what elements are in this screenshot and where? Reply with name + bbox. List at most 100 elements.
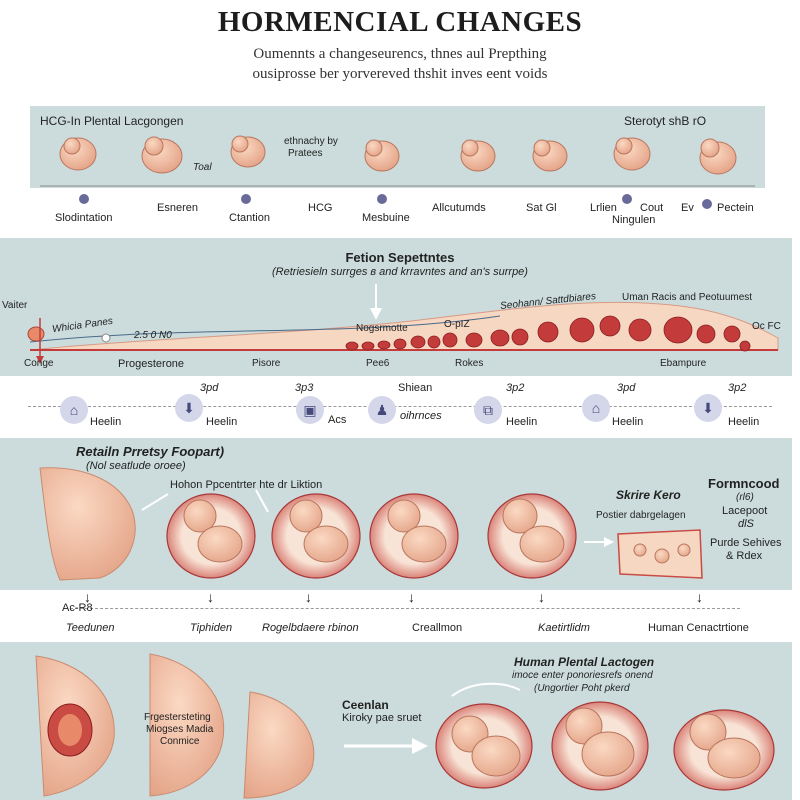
label-ebampure: Ebampure — [660, 358, 707, 369]
icon-row-top: Shiean — [398, 382, 433, 394]
label-opiz: O-pIZ — [444, 319, 470, 330]
growth-label: Rogelbdaere rbinon — [262, 622, 359, 634]
panel3-center-label: Hohon Ppcentrter hte dr Liktion — [170, 479, 323, 491]
panel1-note-line1: ethnachy by — [284, 136, 338, 147]
stage-label: Esneren — [157, 202, 198, 214]
panel3-right-line: Purde Sehives — [710, 537, 782, 549]
icon-row-top: 3p2 — [506, 382, 525, 394]
stage-label: HCG — [308, 202, 333, 214]
panel2-left-bottom: Conge — [24, 358, 54, 369]
stage-label: Ev — [681, 202, 694, 214]
panel3-right-line: Lacepoot — [722, 505, 768, 517]
panel1-note-line2: Pratees — [288, 148, 323, 159]
panel2-subtitle: (Retriesieln surrges ʙ and krravntes and… — [272, 266, 528, 278]
stage-label: Allcutumds — [432, 202, 486, 214]
panel1-left-label: HCG-In Plental Lacgongen — [40, 114, 184, 128]
timeline-dot — [377, 194, 387, 204]
icon-row-label: Heelin — [506, 416, 538, 428]
stage-label: Mesbuine — [362, 212, 410, 224]
label-pisore: Pisore — [252, 358, 281, 369]
icon-row-label: oihrnces — [400, 410, 442, 422]
panel4-overlay-line: Frgestersteting — [144, 712, 211, 723]
arrow-down-icon: ↓ — [305, 589, 312, 605]
panel1-right-label: Sterotyt shB rO — [624, 114, 707, 128]
stage-label: Ctantion — [229, 212, 270, 224]
panel3-right-line: (rl6) — [736, 492, 754, 503]
cell-icon — [345, 315, 751, 352]
person-icon: ♟ — [368, 396, 396, 424]
stage-label: Slodintation — [55, 212, 113, 224]
placental-illustration — [35, 653, 775, 799]
page-subtitle-line2: ousiprosse ber yorvereved thshit inves e… — [252, 66, 548, 82]
icon-row-label: Heelin — [728, 416, 760, 428]
timeline-dot — [622, 194, 632, 204]
hormone-wave-illustration — [27, 284, 779, 364]
label-ocfc: Oc FC — [752, 321, 781, 332]
arrow-down-icon: ↓ — [207, 589, 214, 605]
home-icon: ⌂ — [60, 396, 88, 424]
home-icon: ⌂ — [582, 394, 610, 422]
panel3-right-title: Formncood — [708, 476, 780, 491]
panel4-title: Human Plental Lactogen — [514, 655, 655, 669]
panel3-subtitle: (Nol seatlude oroee) — [86, 460, 186, 472]
arrow-down-icon: ↓ — [84, 589, 91, 605]
arrow-down-icon: ↓ — [538, 589, 545, 605]
panel3-right-line: dlS — [738, 518, 754, 530]
panel4-overlay-line: Conmice — [160, 736, 200, 747]
growth-label: Creallmon — [412, 622, 463, 634]
panel2-title: Fetion Sepettntes — [345, 250, 455, 265]
timeline-dot — [79, 194, 89, 204]
panel3-right-line: & Rdex — [726, 550, 763, 562]
panel3-title: Retailn Prretsy Foopart) — [76, 444, 225, 459]
label-rokes: Rokes — [455, 358, 484, 369]
arrow-down-icon: ↓ — [696, 589, 703, 605]
icon-row-top: 3p3 — [295, 382, 314, 394]
panel3-divider — [70, 608, 740, 609]
icon-row-label: Heelin — [612, 416, 644, 428]
timeline-dot — [702, 199, 712, 209]
growth-label: Tiphiden — [190, 622, 233, 634]
panel4-kiroky: Kiroky pae sruet — [342, 712, 422, 724]
panel2-left-top: Vaiter — [2, 300, 28, 311]
wave-label-mid: 2.5 0 N0 — [134, 330, 172, 341]
icon-row-top: 3p2 — [728, 382, 747, 394]
arrow-down-icon: ↓ — [408, 589, 415, 605]
growth-label: Human Cenactrtione — [648, 622, 749, 634]
arrow-down-icon: ⬇ — [175, 394, 203, 422]
page-title: HORMENCIAL CHANGES — [217, 6, 583, 38]
icon-row-top: 3pd — [617, 382, 636, 394]
label-nog: Nogsrmotte — [356, 323, 408, 334]
panel4-cenion: Ceenlan — [342, 698, 389, 712]
stage-label: Cout — [640, 202, 664, 214]
page-subtitle-line1: Oumennts a changeseurencs, thnes aul Pre… — [253, 46, 547, 62]
growth-label: Ac-R8 — [62, 602, 93, 614]
stage-label: Ningulen — [612, 214, 656, 226]
growth-label: Kaetirtlidm — [538, 622, 590, 634]
label-pee: Pee6 — [366, 358, 390, 369]
panel4-overlay-line: Miogses Madia — [146, 724, 214, 735]
panel1-note-total: Toal — [193, 162, 212, 173]
nested-icon: ⧉ — [474, 396, 502, 424]
icon-row-label: Heelin — [206, 416, 238, 428]
fetus-icon — [59, 135, 737, 175]
stage-label: Sat Gl — [526, 202, 557, 214]
timeline-dot — [241, 194, 251, 204]
panel4-subtitle-line2: (Ungortier Poht pkerd — [534, 683, 630, 694]
fetal-growth-illustration — [39, 467, 703, 581]
briefcase-icon: ▣ — [296, 396, 324, 424]
label-human: Uman Racis and Peotuumest — [622, 292, 753, 303]
arrow-down-icon: ⬇ — [694, 394, 722, 422]
stage-label: Pectein — [717, 202, 754, 214]
growth-label: Teedunen — [66, 622, 115, 634]
panel3-poster-label: Postier dabrgelagen — [596, 510, 686, 521]
panel4-subtitle-line1: imoce enter ponoriesrefs onend — [512, 670, 653, 681]
icon-row-label: Heelin — [90, 416, 122, 428]
panel3-skire-label: Skrire Kero — [616, 488, 681, 502]
stage-label: Lrlien — [590, 202, 617, 214]
icon-row-top: 3pd — [200, 382, 219, 394]
label-progesterone: Progesterone — [118, 358, 185, 370]
icon-row-label: Acs — [328, 414, 347, 426]
panel-placental-lactogen — [0, 642, 792, 800]
icon-row-divider — [28, 406, 772, 407]
fetus-row-illustration — [40, 135, 755, 187]
